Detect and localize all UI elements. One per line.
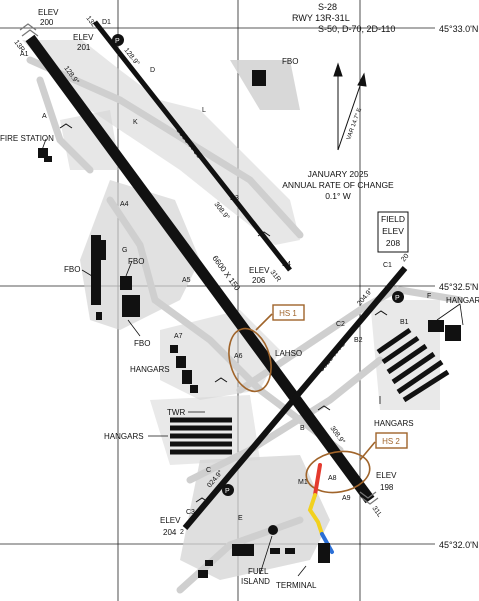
- field-elev-title2: ELEV: [382, 226, 404, 236]
- taxiway-c1: C1: [383, 262, 392, 269]
- taxiway-a7: A7: [174, 333, 183, 340]
- hangars-right-label: HANGARS: [374, 419, 414, 428]
- buildings: [38, 70, 461, 578]
- fuel-island-label-2: ISLAND: [241, 577, 270, 586]
- taxiway-d1: D1: [102, 19, 111, 26]
- rwy-cross-dims: 3820 X 75: [317, 339, 348, 373]
- field-elev-box: [377, 211, 409, 253]
- taxiway-a4: A4: [120, 201, 129, 208]
- fbo-left-label: FBO: [64, 265, 80, 274]
- taxiway-f: F: [427, 293, 431, 300]
- hs1-label: HS 1: [279, 309, 297, 318]
- hangars-left-label: HANGARS: [130, 365, 170, 374]
- leader-lines: [41, 138, 464, 577]
- lat-top: 45°33.0'N: [439, 24, 478, 34]
- variation-line1: JANUARY 2025: [308, 169, 369, 179]
- fire-station-label: FIRE STATION: [0, 134, 54, 143]
- fbo-top-building: [252, 70, 266, 86]
- hangar-top-right-label: HANGAR: [446, 296, 479, 305]
- runway-13L-31R: [93, 20, 292, 272]
- taxiway-a6: A6: [234, 353, 243, 360]
- fbo-bottom-label: FBO: [134, 339, 150, 348]
- taxiway-a-1: A: [42, 113, 47, 120]
- taxiway-a5: A5: [182, 277, 191, 284]
- header-line1: S-28: [318, 2, 337, 12]
- fuel-island-label-1: FUEL: [248, 567, 269, 576]
- elev-198-label: ELEV: [376, 471, 397, 480]
- rwy-main-end-se: 31L: [370, 505, 383, 519]
- parking-symbols: [112, 34, 404, 496]
- taxiway-d4: D4: [282, 261, 291, 268]
- rwy-left-end-nw: 13L: [84, 15, 97, 29]
- elev-198-value: 198: [380, 483, 394, 492]
- hs2-box: [375, 432, 408, 449]
- elev-204-value: 204: [163, 528, 177, 537]
- hotspot-2-ring: [305, 450, 371, 494]
- elev-206-value: 206: [252, 276, 266, 285]
- runways: [25, 20, 408, 530]
- variation-line3: 0.1° W: [325, 191, 351, 201]
- runway-2-20: [182, 266, 408, 530]
- fuel-island-symbol: [268, 525, 278, 535]
- taxiway-a9: A9: [342, 495, 351, 502]
- var-label: VAR 14.7° E: [346, 107, 363, 140]
- hangar-rows: [170, 327, 450, 455]
- variation-line2: ANNUAL RATE OF CHANGE: [282, 180, 394, 190]
- hotspots: [228, 313, 376, 494]
- elev-206-label: ELEV: [249, 266, 270, 275]
- lat-mid: 45°32.5'N: [439, 282, 478, 292]
- terminal-label: TERMINAL: [276, 581, 317, 590]
- elev-201-value: 201: [77, 43, 91, 52]
- taxiway-d3: D3: [230, 195, 239, 202]
- elev-200-value: 200: [40, 18, 54, 27]
- threshold-markers: [19, 23, 379, 505]
- twr-label: TWR: [167, 408, 185, 417]
- taxiway-e: E: [238, 515, 243, 522]
- taxiway-g: G: [122, 247, 127, 254]
- fbo-mid-label: FBO: [128, 257, 144, 266]
- field-elev-value: 208: [386, 238, 400, 248]
- hs2-label: HS 2: [382, 437, 400, 446]
- parking-p-1: P: [115, 38, 120, 45]
- hs1-box: [272, 304, 305, 321]
- taxiway-m1: M1: [298, 479, 308, 486]
- rwy-left-end-se: 31R: [268, 269, 281, 283]
- taxiway-c3: C3: [186, 509, 195, 516]
- fire-station-building: [38, 148, 48, 158]
- rwy-cross-end-ne: 20: [400, 253, 410, 264]
- taxiway-l: L: [202, 107, 206, 114]
- elev-200-label: ELEV: [38, 8, 59, 17]
- fbo-top-label: FBO: [282, 57, 298, 66]
- parking-p-3: P: [225, 488, 230, 495]
- elev-201-label: ELEV: [73, 33, 94, 42]
- runway-13R-31L: [25, 34, 375, 504]
- taxiway-c2: C2: [336, 321, 345, 328]
- north-arrow: [333, 62, 367, 151]
- hold-short-markers: [59, 123, 388, 503]
- lahso-label: LAHSO: [275, 349, 302, 358]
- hotspot-1-ring: [228, 327, 272, 393]
- taxiway-b2: B2: [354, 337, 363, 344]
- taxiway-b: B: [300, 425, 305, 432]
- field-elev-title1: FIELD: [381, 214, 405, 224]
- elev-204-label: ELEV: [160, 516, 181, 525]
- parking-p-2: P: [395, 295, 400, 302]
- taxiway-a8: A8: [328, 475, 337, 482]
- header-line2: RWY 13R-31L: [292, 13, 350, 23]
- taxiway-c: C: [206, 467, 211, 474]
- header-line3: S-50, D-70, 2D-110: [318, 24, 395, 34]
- hangars-mid-label: HANGARS: [104, 432, 144, 441]
- taxiway-d: D: [150, 67, 155, 74]
- taxiway-b1: B1: [400, 319, 409, 326]
- lat-bot: 45°32.0'N: [439, 540, 478, 550]
- taxiway-a1: A1: [20, 51, 29, 58]
- taxiway-k: K: [133, 119, 138, 126]
- rwy-cross-end-sw: 2: [180, 529, 184, 536]
